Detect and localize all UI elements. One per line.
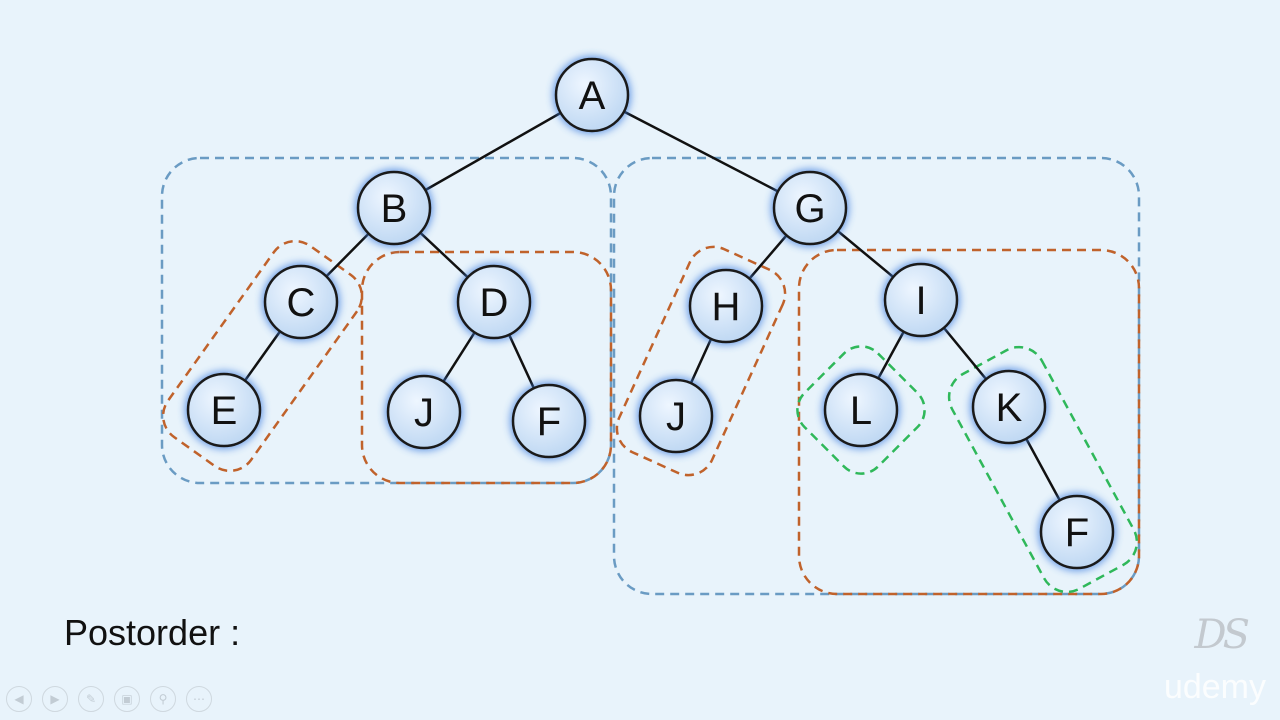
tree-nodes: A B G C D E J F H I J L K F [185, 56, 1116, 571]
node-circle [356, 170, 432, 246]
tree-node-b: B [355, 169, 433, 247]
tree-node-i: I [882, 261, 960, 339]
node-label: C [287, 281, 316, 325]
node-label: H [712, 285, 741, 329]
node-circle [688, 268, 764, 344]
edge-a-g [591, 93, 811, 210]
traversal-caption: Postorder : [64, 612, 241, 653]
subtree-outlines [160, 156, 1141, 596]
forward-arrow-icon[interactable]: ▶ [42, 686, 68, 712]
node-circle [883, 262, 959, 338]
pen-icon[interactable]: ✎ [78, 686, 104, 712]
brand-watermark: udemy [1163, 668, 1266, 706]
subtree-outline-l [796, 345, 926, 475]
node-label: J [666, 395, 686, 439]
slide-toolbar: ◀ ▶ ✎ ▣ ⚲ ⋯ [6, 686, 212, 712]
node-label: K [996, 386, 1023, 430]
node-label: L [850, 389, 872, 433]
node-circle [511, 383, 587, 459]
tree-node-g: G [771, 169, 849, 247]
node-circle [386, 374, 462, 450]
tree-node-e: E [185, 371, 263, 449]
node-circle [263, 264, 339, 340]
magnifier-icon[interactable]: ⚲ [150, 686, 176, 712]
tree-node-h: H [687, 267, 765, 345]
node-circle [971, 369, 1047, 445]
node-label: J [414, 391, 434, 435]
slides-icon[interactable]: ▣ [114, 686, 140, 712]
node-label: I [915, 279, 926, 323]
node-circle [638, 378, 714, 454]
node-circle [186, 372, 262, 448]
node-circle [456, 264, 532, 340]
node-label: D [480, 281, 509, 325]
node-label: G [794, 187, 825, 231]
tree-node-a: A [553, 56, 631, 134]
subtree-outline-d [360, 250, 613, 485]
tree-node-j2: J [637, 377, 715, 455]
ds-watermark-logo: DS [1194, 612, 1251, 658]
tree-node-l: L [822, 371, 900, 449]
tree-node-j1: J [385, 373, 463, 451]
node-label: F [537, 400, 561, 444]
back-arrow-icon[interactable]: ◀ [6, 686, 32, 712]
tree-node-d: D [455, 263, 533, 341]
subtree-outline-k [947, 345, 1139, 594]
subtree-outline-c [161, 239, 364, 473]
node-label: A [579, 74, 606, 118]
node-label: E [211, 389, 238, 433]
node-circle [772, 170, 848, 246]
tree-node-k: K [970, 368, 1048, 446]
node-circle [823, 372, 899, 448]
tree-node-f2: F [1038, 493, 1116, 571]
node-label: F [1065, 511, 1089, 555]
node-label: B [381, 187, 408, 231]
tree-node-f1: F [510, 382, 588, 460]
tree-node-c: C [262, 263, 340, 341]
node-circle [1039, 494, 1115, 570]
more-options-icon[interactable]: ⋯ [186, 686, 212, 712]
subtree-outline-i [797, 248, 1141, 596]
node-circle [554, 57, 630, 133]
